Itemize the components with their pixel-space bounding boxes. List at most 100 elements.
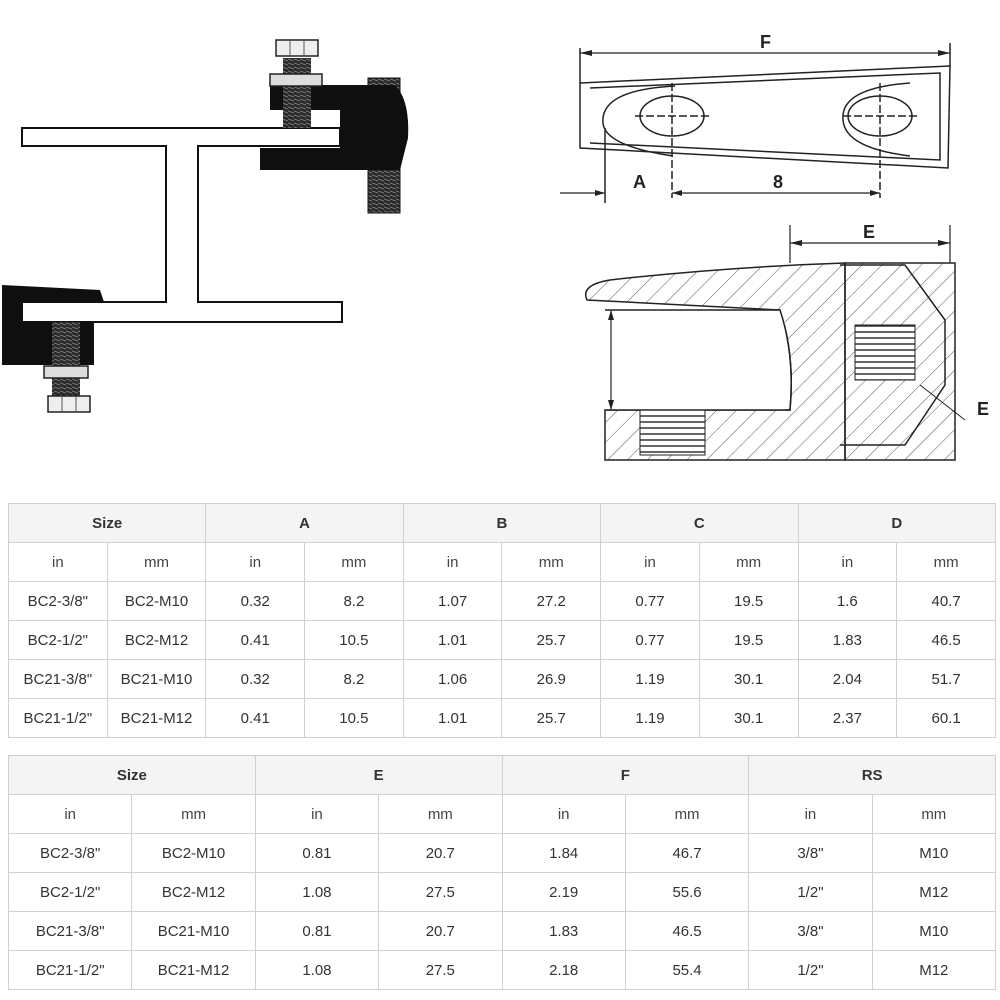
cell: 0.32 [205, 659, 306, 699]
cell: BC21-3/8" [7, 911, 133, 951]
cell: 2.37 [797, 698, 898, 738]
cell: 27.2 [501, 581, 602, 621]
cell: 1.83 [797, 620, 898, 660]
table-row: BC21-1/2" BC21-M12 1.08 27.5 2.18 55.4 1… [7, 950, 997, 990]
unit-cell: in [254, 794, 380, 834]
cell: 27.5 [378, 950, 503, 990]
cell: 3/8" [748, 833, 873, 873]
cell: 1.19 [600, 659, 700, 699]
table-unit-header: in mm in mm in mm in mm [7, 794, 997, 834]
unit-cell: mm [624, 794, 750, 834]
unit-cell: mm [698, 542, 799, 582]
unit-cell: in [501, 794, 626, 834]
cell: 30.1 [698, 698, 799, 738]
cell: BC2-M10 [131, 833, 256, 873]
cell: 0.77 [600, 581, 700, 621]
cell: 27.5 [378, 872, 503, 912]
table-group-header: Size A B C D [7, 503, 996, 543]
group-e: E [254, 755, 503, 795]
dim-label-f: F [760, 32, 771, 52]
cell: BC21-M12 [131, 950, 256, 990]
cell: 26.9 [501, 659, 602, 699]
section-view-drawing: E E [585, 222, 989, 461]
unit-cell: mm [131, 794, 256, 834]
table-row: BC2-3/8" BC2-M10 0.32 8.2 1.07 27.2 0.77… [8, 581, 996, 621]
cell: 1.08 [254, 950, 380, 990]
cell: M10 [871, 911, 997, 951]
dim-label-e-callout: E [977, 399, 989, 419]
cell: 25.7 [501, 620, 602, 660]
group-f: F [501, 755, 750, 795]
bottom-clamp [2, 285, 104, 413]
group-size: Size [7, 503, 207, 543]
group-d: D [797, 503, 996, 543]
cell: 1.19 [600, 698, 700, 738]
cell: BC2-3/8" [8, 581, 108, 621]
cell: 0.77 [600, 620, 700, 660]
group-rs: RS [748, 755, 996, 795]
cell: BC21-M10 [131, 911, 256, 951]
unit-cell: mm [304, 542, 404, 582]
unit-cell: mm [106, 542, 207, 582]
cell: 20.7 [378, 911, 503, 951]
unit-cell: mm [501, 542, 602, 582]
table-unit-header: in mm in mm in mm in mm in mm [8, 542, 996, 582]
cell: 19.5 [698, 581, 799, 621]
spec-table-ef-rs: Size E F RS in mm in mm in mm in mm BC2-… [7, 755, 997, 990]
unit-cell: in [8, 542, 108, 582]
cell: 40.7 [896, 581, 996, 621]
cell: M10 [871, 833, 997, 873]
group-b: B [402, 503, 602, 543]
cell: BC21-M10 [106, 659, 207, 699]
cell: 8.2 [304, 581, 404, 621]
thread-left [639, 409, 706, 456]
table-row: BC2-1/2" BC2-M12 0.41 10.5 1.01 25.7 0.7… [8, 620, 996, 660]
cell: BC2-M10 [106, 581, 207, 621]
unit-cell: in [205, 542, 306, 582]
cell: 8.2 [304, 659, 404, 699]
cell: 1.6 [797, 581, 898, 621]
cell: BC21-1/2" [7, 950, 133, 990]
group-size: Size [8, 755, 256, 795]
group-a: A [205, 503, 404, 543]
table-row: BC21-3/8" BC21-M10 0.32 8.2 1.06 26.9 1.… [8, 659, 996, 699]
thread-right [854, 324, 916, 381]
unit-cell: in [797, 542, 898, 582]
cell: M12 [871, 950, 997, 990]
table-group-header: Size E F RS [8, 755, 996, 795]
top-clamp [260, 39, 409, 214]
cell: 51.7 [896, 659, 996, 699]
clamp-outline [579, 65, 951, 169]
cell: 30.1 [698, 659, 799, 699]
spec-table-abcd: Size A B C D in mm in mm in mm in mm in … [7, 503, 996, 738]
cell: BC2-3/8" [7, 833, 133, 873]
unit-cell: in [402, 542, 503, 582]
cell: 55.6 [624, 872, 750, 912]
dim-label-b: 8 [773, 172, 783, 192]
unit-cell: mm [896, 542, 996, 582]
cell: 2.04 [797, 659, 898, 699]
dim-label-e: E [863, 222, 875, 242]
beam-clamp-illustration [2, 39, 409, 413]
cell: 2.19 [501, 872, 626, 912]
cell: 19.5 [698, 620, 799, 660]
cell: 0.81 [254, 911, 380, 951]
cell: BC2-M12 [131, 872, 256, 912]
cell: 1.01 [402, 620, 503, 660]
unit-cell: in [600, 542, 700, 582]
cell: 3/8" [748, 911, 873, 951]
cell: 60.1 [896, 698, 996, 738]
cell: 1.07 [402, 581, 503, 621]
cell: 1.01 [402, 698, 503, 738]
cell: 1.06 [402, 659, 503, 699]
dim-label-a: A [633, 172, 646, 192]
unit-cell: in [748, 794, 873, 834]
table-row: BC21-3/8" BC21-M10 0.81 20.7 1.83 46.5 3… [7, 911, 997, 951]
unit-cell: mm [378, 794, 503, 834]
cell: 0.41 [205, 698, 306, 738]
cell: 0.32 [205, 581, 306, 621]
cell: BC21-3/8" [8, 659, 108, 699]
cell: BC2-1/2" [7, 872, 133, 912]
cell: 46.5 [896, 620, 996, 660]
cell: 2.18 [501, 950, 626, 990]
